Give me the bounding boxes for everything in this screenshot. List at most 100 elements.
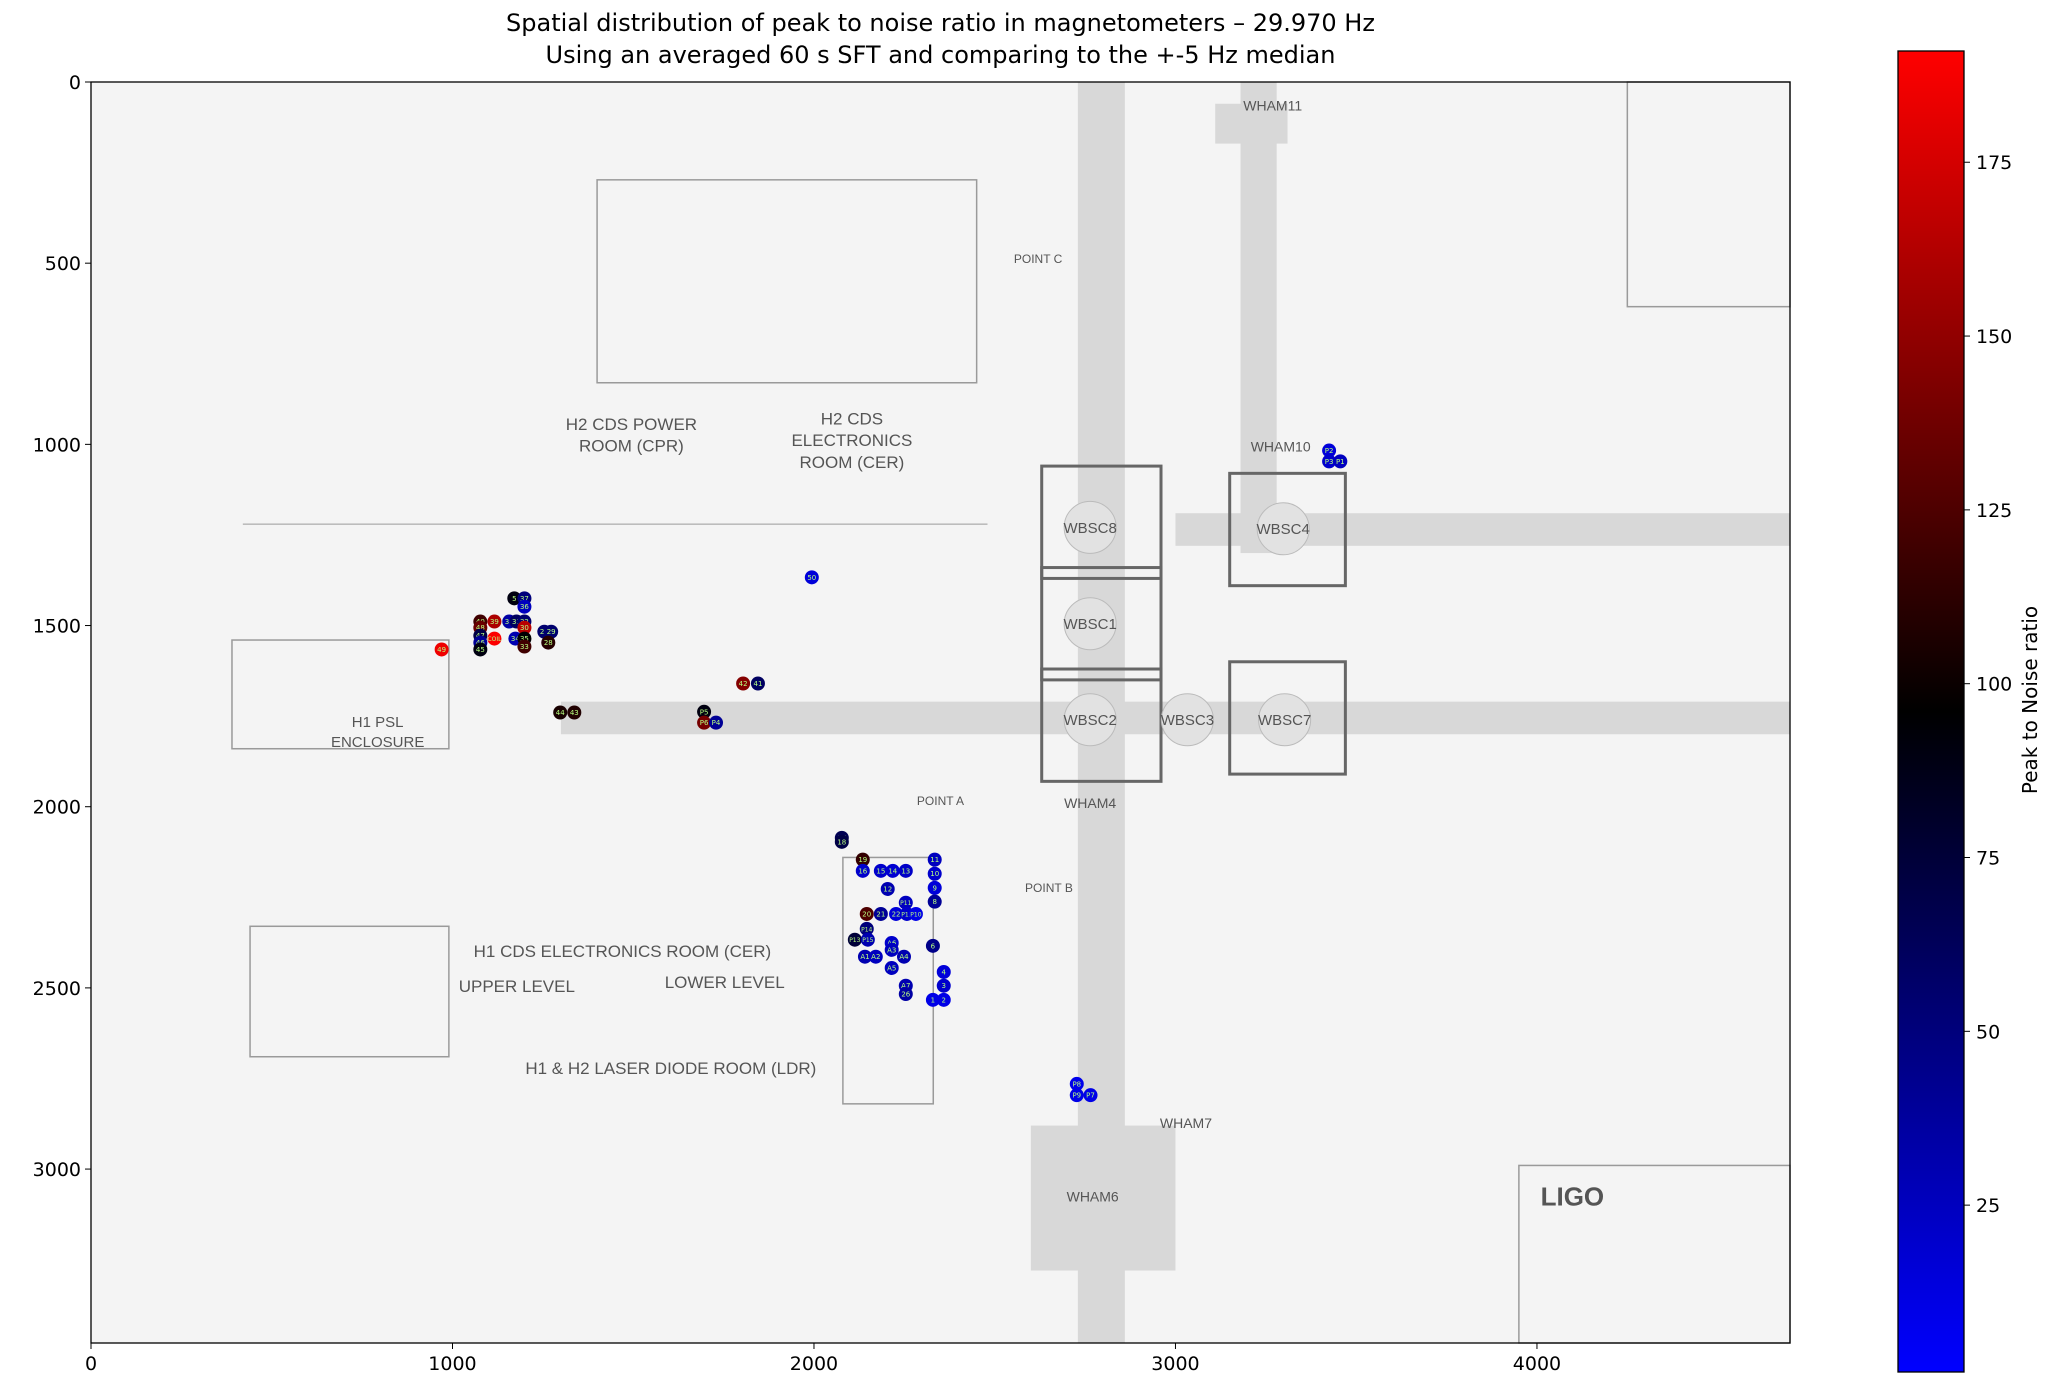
y-tick-label: 1500 <box>33 616 81 638</box>
chamber-frame <box>1228 471 1347 588</box>
point-label: 33 <box>520 643 529 651</box>
axes-frame <box>90 81 1791 1344</box>
point-label: COIL <box>487 636 502 643</box>
point-marker <box>697 704 712 719</box>
point-marker <box>885 863 900 878</box>
point-label: P11 <box>900 900 911 907</box>
point-marker <box>544 624 559 639</box>
point-marker <box>859 921 874 936</box>
point-label: P15 <box>862 937 873 944</box>
chamber-frame <box>1040 566 1163 682</box>
point-marker <box>1322 443 1337 458</box>
floorplan-label: WBSC3 <box>1161 712 1214 729</box>
point-label: 39 <box>490 618 499 626</box>
point-marker <box>487 614 502 629</box>
chart-title: Spatial distribution of peak to noise ra… <box>506 9 1375 37</box>
point-label: 14 <box>888 867 897 875</box>
point-label: P2 <box>1325 447 1334 455</box>
point-marker <box>517 620 532 635</box>
magnetometer-points: 49404847464539COIL5373638313230343533272… <box>434 443 1348 1103</box>
floorplan-label: WBSC8 <box>1063 520 1116 537</box>
chamber-circle <box>1258 693 1312 747</box>
point-marker <box>927 894 942 909</box>
point-label: 13 <box>901 867 910 875</box>
point-marker <box>936 992 951 1007</box>
floorplan-label: H1 & H2 LASER DIODE ROOM (LDR) <box>525 1059 816 1078</box>
x-tick-label: 1000 <box>428 1353 476 1375</box>
y-tick-label: 2500 <box>33 978 81 1000</box>
colorbar-tick-label: 50 <box>1976 1021 2000 1043</box>
point-marker <box>898 895 913 910</box>
point-label: 28 <box>544 639 553 647</box>
point-marker <box>541 635 556 650</box>
point-marker <box>936 978 951 993</box>
point-marker <box>936 964 951 979</box>
floorplan-label: WHAM11 <box>1243 97 1302 113</box>
point-marker <box>884 960 899 975</box>
point-label: 16 <box>858 867 867 875</box>
point-marker <box>927 866 942 881</box>
point-label: P3 <box>1325 458 1334 466</box>
floorplan-label: LIGO <box>1541 1181 1605 1211</box>
y-tick-label: 3000 <box>33 1159 81 1181</box>
point-label: 22 <box>892 910 901 918</box>
point-marker <box>434 642 449 657</box>
point-marker <box>517 599 532 614</box>
chamber-frame <box>1040 667 1163 783</box>
point-label: P13 <box>849 937 860 944</box>
floorplan-label: ROOM (CPR) <box>579 437 684 456</box>
point-label: 1 <box>931 996 935 1004</box>
point-label: P4 <box>712 719 721 727</box>
x-tick-label: 2000 <box>790 1353 838 1375</box>
floorplan-label: WHAM6 <box>1067 1189 1119 1205</box>
wham6-area <box>1030 1125 1176 1271</box>
point-marker <box>925 992 940 1007</box>
point-marker <box>873 906 888 921</box>
point-marker <box>507 591 522 606</box>
point-marker <box>908 906 923 921</box>
y-tick-label: 500 <box>45 253 81 275</box>
point-marker <box>834 834 849 849</box>
point-label: 35 <box>520 635 529 643</box>
colorbar-tick-label: 100 <box>1976 674 2012 696</box>
y-tick-label: 1000 <box>33 434 81 456</box>
point-marker <box>925 938 940 953</box>
floorplan-label: WHAM7 <box>1160 1115 1212 1131</box>
point-label: P6 <box>700 719 709 727</box>
point-marker <box>1322 454 1337 469</box>
floorplan-label: WBSC4 <box>1257 521 1310 538</box>
point-marker <box>898 987 913 1002</box>
floorplan-label: WBSC7 <box>1258 712 1311 729</box>
point-marker <box>873 863 888 878</box>
point-label: 11 <box>930 856 939 864</box>
point-marker <box>855 852 870 867</box>
floorplan-label: ROOM (CER) <box>800 453 905 472</box>
point-label: 26 <box>901 991 910 999</box>
point-marker <box>473 642 488 657</box>
point-marker <box>1069 1088 1084 1103</box>
point-label: 49 <box>437 646 446 654</box>
point-label: 50 <box>807 574 816 582</box>
point-label: A3 <box>887 946 896 954</box>
point-label: 2 <box>942 996 946 1004</box>
room-outline <box>231 639 450 750</box>
point-marker <box>927 880 942 895</box>
room-outline <box>249 925 450 1058</box>
y-tick-label: 0 <box>69 72 81 94</box>
colorbar-tick-label: 175 <box>1976 152 2012 174</box>
floorplan-label: H2 CDS <box>821 409 883 428</box>
point-label: 34 <box>511 635 520 643</box>
floorplan-label: WHAM10 <box>1251 439 1311 455</box>
point-label: 38 <box>505 618 514 626</box>
point-label: P12 <box>901 911 912 918</box>
point-label: 3 <box>942 982 946 990</box>
point-label: 37 <box>520 595 529 603</box>
point-label: 19 <box>858 856 867 864</box>
point-label: 20 <box>862 910 871 918</box>
point-marker <box>889 906 904 921</box>
point-marker <box>1069 1076 1084 1091</box>
colorbar-tick-label: 75 <box>1976 848 2000 870</box>
colorbar-label: Peak to Noise ratio <box>2018 605 2042 795</box>
